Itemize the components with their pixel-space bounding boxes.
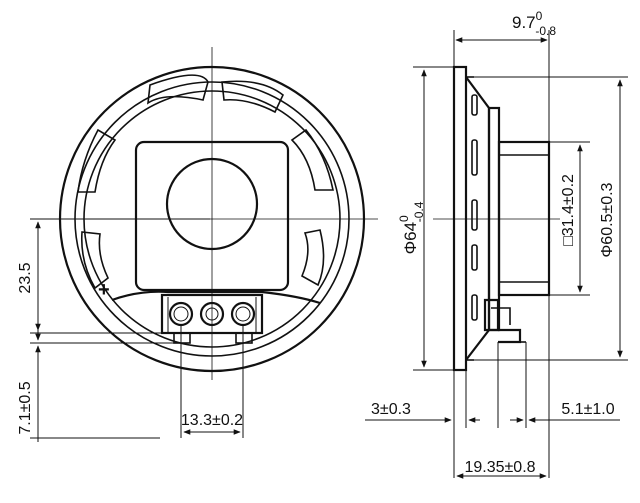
side-terminals: [483, 298, 526, 344]
dim-depth-total: 9.70-0.8: [512, 9, 556, 38]
terminal-positive: [230, 301, 256, 327]
left-dimensions: 23.5 7.1±0.5: [17, 218, 210, 442]
dim-overall-length: 19.35±0.8: [464, 459, 535, 476]
dim-flange-thickness: 3±0.3: [371, 401, 411, 418]
terminal-center: [199, 301, 225, 327]
dim-terminal-pitch: 13.3±0.2: [181, 412, 243, 429]
terminal-block: [111, 290, 321, 344]
side-view: [433, 65, 560, 372]
polarity-mark: +: [98, 279, 110, 301]
bottom-dimension: 13.3±0.2: [180, 325, 244, 438]
front-view: +: [47, 47, 378, 380]
side-dimensions: 9.70-0.8 Φ640-0.4 □31.4±0.2 Φ60.5±0.3 3±…: [365, 9, 628, 479]
side-frame-slots: [471, 94, 478, 321]
dim-terminal-height: 5.1±1.0: [561, 401, 614, 418]
pole-piece: [165, 157, 259, 251]
dim-mount-diameter: Φ60.5±0.3: [599, 182, 616, 257]
terminal-negative: [168, 301, 194, 327]
dim-magnet-square: □31.4±0.2: [560, 174, 577, 246]
dim-outer-diameter: Φ640-0.4: [397, 201, 426, 254]
magnet-square: [134, 140, 290, 292]
side-magnet: [497, 140, 551, 297]
frame-slots: [77, 74, 334, 290]
dim-vertical-offset: 23.5: [17, 262, 34, 293]
dim-terminal-offset: 7.1±0.5: [17, 381, 34, 434]
side-flange: [452, 65, 468, 372]
